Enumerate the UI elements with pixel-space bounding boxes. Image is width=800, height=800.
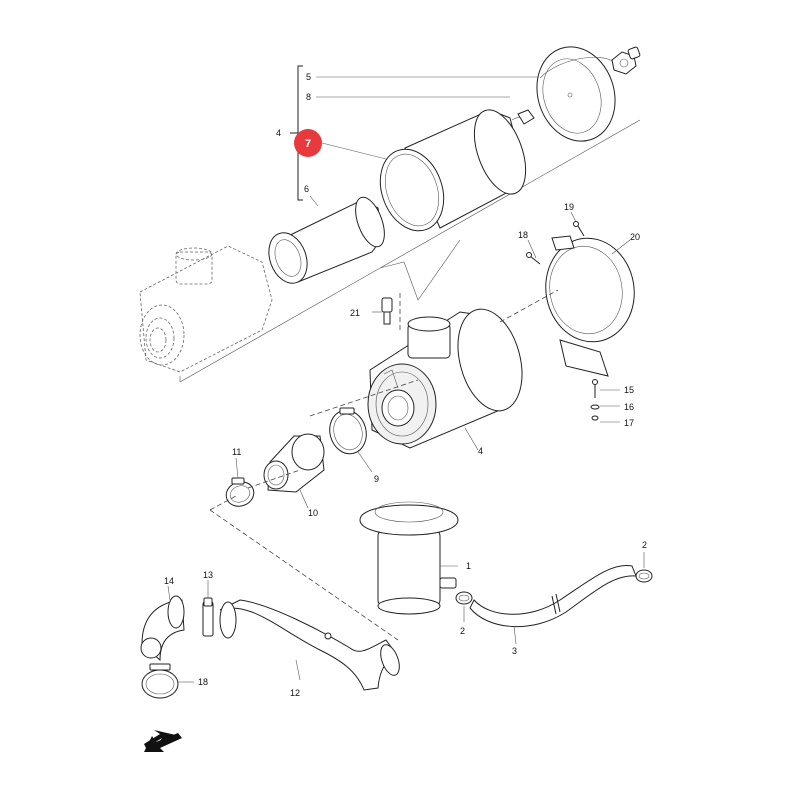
part-elbow[interactable] <box>140 595 185 662</box>
part-clamp-small[interactable] <box>223 477 258 510</box>
callout-15: 15 <box>624 385 634 395</box>
part-cover[interactable] <box>525 37 627 152</box>
part-evacuator-hose[interactable] <box>469 564 637 628</box>
callout-9: 9 <box>374 474 379 484</box>
callout-4-housing: 4 <box>478 446 483 456</box>
callout-17: 17 <box>624 418 634 428</box>
callout-10: 10 <box>308 508 318 518</box>
callout-2-hose: 2 <box>642 540 647 550</box>
part-bolt-stack[interactable] <box>590 379 600 421</box>
callout-1: 1 <box>466 561 471 571</box>
callout-18-bottom: 18 <box>198 677 208 687</box>
callout-5: 5 <box>306 72 311 82</box>
part-reducer-hose[interactable] <box>263 433 325 493</box>
highlight-label: 7 <box>305 138 311 150</box>
callout-19: 19 <box>564 202 574 212</box>
part-inner-filter[interactable] <box>262 193 390 288</box>
callout-21: 21 <box>350 308 360 318</box>
part-sleeve[interactable] <box>202 597 214 637</box>
callout-labels: 5 8 4 6 19 18 20 21 15 16 17 4 11 9 10 1… <box>164 72 647 698</box>
connection-lines <box>209 289 559 641</box>
highlight-callout-7[interactable]: 7 <box>294 129 322 157</box>
highlight-badge <box>294 129 322 157</box>
part-intake-pipe[interactable] <box>219 599 403 691</box>
part-seal-ring[interactable] <box>369 140 454 239</box>
arrow-icon <box>144 730 182 752</box>
part-wing-nut[interactable] <box>611 46 641 75</box>
ghost-housing <box>139 245 273 373</box>
callout-3: 3 <box>512 646 517 656</box>
callout-20: 20 <box>630 232 640 242</box>
part-mounting-band[interactable] <box>538 231 643 377</box>
callout-13: 13 <box>203 570 213 580</box>
callout-4-assembly: 4 <box>276 128 281 138</box>
leader-lines-top <box>309 76 540 207</box>
callout-12: 12 <box>290 688 300 698</box>
part-precleaner[interactable] <box>359 501 459 615</box>
callout-8: 8 <box>306 92 311 102</box>
callout-2-precleaner: 2 <box>460 626 465 636</box>
callout-6: 6 <box>304 184 309 194</box>
part-screw-top[interactable] <box>526 221 585 265</box>
part-clamp-precleaner[interactable] <box>455 591 473 605</box>
callout-11: 11 <box>232 447 241 457</box>
callout-16: 16 <box>624 402 634 412</box>
callout-18-top: 18 <box>518 230 528 240</box>
callout-14: 14 <box>164 576 174 586</box>
subassembly-frame <box>179 65 641 383</box>
part-sensor[interactable] <box>372 297 393 325</box>
part-air-cleaner-housing[interactable] <box>367 302 532 449</box>
part-clamp-bottom[interactable] <box>141 663 179 699</box>
part-clamp-large[interactable] <box>325 406 371 458</box>
part-clamp-hose-end[interactable] <box>635 569 653 583</box>
